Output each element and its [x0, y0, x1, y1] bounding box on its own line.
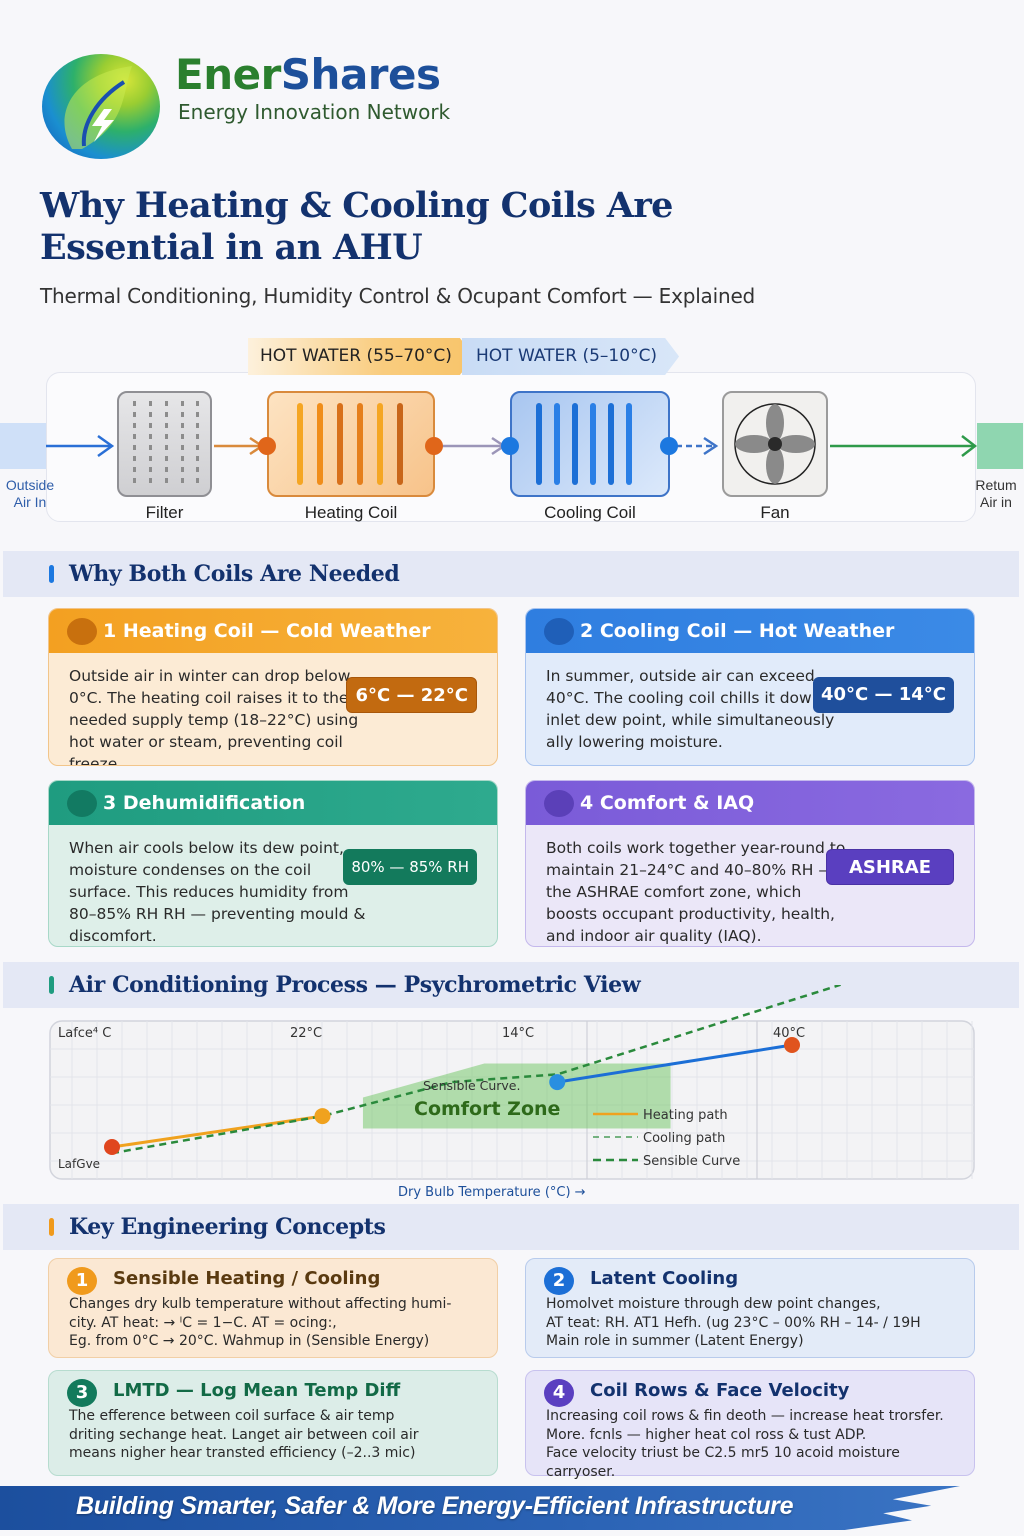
concept-title: LMTD — Log Mean Temp Diff — [113, 1380, 401, 1401]
page-subtitle: Thermal Conditioning, Humidity Control &… — [40, 284, 756, 308]
data-point-marker — [784, 1037, 800, 1053]
ashrae-badge: ASHRAE — [825, 849, 954, 885]
curve-annotation: Sensible Curve. — [423, 1078, 520, 1093]
data-point-marker — [104, 1139, 120, 1155]
card-cooling-coil: 2 Cooling Coil — Hot Weather In summer, … — [525, 608, 975, 766]
concept-card-coil-rows: 4 Coil Rows & Face Velocity Increasing c… — [525, 1370, 975, 1480]
filter-icon — [117, 391, 212, 497]
legend-label: Sensible Curve — [643, 1154, 740, 1169]
section-header-why: Why Both Coils Are Needed — [3, 551, 1019, 597]
card-dehumidification: 3 Dehumidification When air cools below … — [48, 780, 498, 947]
data-point-marker — [314, 1108, 331, 1125]
heating-coil-icon — [267, 391, 435, 497]
comfort-zone — [362, 1063, 671, 1129]
cold-water-ribbon: HOT WATER (5–10°C) — [462, 338, 679, 375]
arrow-inlet — [46, 434, 115, 458]
series-heating-path — [111, 1114, 323, 1149]
concept-title: Latent Cooling — [590, 1268, 739, 1289]
section-header-concepts: Key Engineering Concepts — [3, 1204, 1019, 1250]
psychrometric-chart: Lafce⁴ C 22°C 14°C 40°C LafGve Sensible Curve… — [0, 985, 1024, 1200]
legend-label: Heating path — [643, 1108, 728, 1123]
fan-label: Fan — [760, 503, 790, 522]
concept-body: Changes dry kulb temperature without aff… — [69, 1296, 452, 1349]
rh-range-badge: 80% — 85% RH — [343, 849, 477, 885]
card-body: When air cools below its dew point, mois… — [69, 839, 366, 945]
heating-coil-inlet-node — [258, 437, 276, 455]
page-title: Why Heating & Cooling Coils Are Essentia… — [40, 185, 673, 268]
tick-label: 40°C — [773, 1026, 805, 1041]
corner-label: LafGve — [58, 1157, 100, 1171]
chart-svg: Lafce⁴ C 22°C 14°C 40°C LafGve Sensible Curve… — [49, 985, 975, 1200]
heating-coil-label: Heating Coil — [304, 503, 398, 522]
concept-body: Increasing coil rows & fin deoth — incre… — [546, 1408, 944, 1480]
concept-card-lmtd: 3 LMTD — Log Mean Temp Diff The efferenc… — [48, 1370, 498, 1476]
tick-label: 14°C — [502, 1026, 534, 1041]
card-body: In summer, outside air can exceed 40°C. … — [546, 667, 843, 751]
return-air-label: Retum Air in — [975, 477, 1017, 510]
airflow-arrows — [46, 434, 978, 458]
footer-text: Building Smarter, Safer & More Energy-Ef… — [76, 1492, 794, 1520]
ahu-diagram: HOT WATER (55–70°C) HOT WATER (5–10°C) O… — [0, 335, 1024, 535]
temp-range-badge: 40°C — 14°C — [812, 677, 954, 713]
arrow-cool-fan — [676, 436, 719, 456]
brand-tagline: Energy Innovation Network — [178, 100, 451, 124]
number-badge: 2 — [544, 1267, 574, 1295]
number-badge: 3 — [67, 1379, 97, 1407]
card-dot-icon — [544, 790, 574, 817]
card-title: 2 Cooling Coil — Hot Weather — [526, 609, 974, 653]
concept-card-latent: 2 Latent Cooling Homolvet moisture throu… — [525, 1258, 975, 1358]
series-sensible-curve — [111, 985, 841, 1155]
arrow-heat-cool — [440, 436, 507, 456]
brand-logo — [42, 54, 162, 159]
footer-banner: Building Smarter, Safer & More Energy-Ef… — [0, 1486, 960, 1530]
section-header-process: Air Conditioning Process — Psychrometric… — [3, 962, 1019, 1008]
card-title: 1 Heating Coil — Cold Weather — [49, 609, 497, 653]
cooling-coil-inlet-node — [501, 437, 519, 455]
fan-icon — [722, 391, 828, 497]
data-point-marker — [549, 1074, 566, 1091]
arrow-fan-supply — [830, 435, 978, 457]
cooling-coil-outlet-node — [660, 437, 678, 455]
x-axis-label: Dry Bulb Temperature (°C) → — [398, 1185, 586, 1200]
concept-body: The efference between coil surface & air… — [69, 1408, 419, 1461]
hot-water-ribbon: HOT WATER (55–70°C) — [248, 338, 474, 375]
number-badge: 1 — [67, 1267, 97, 1295]
card-heating-coil: 1 Heating Coil — Cold Weather Outside ai… — [48, 608, 498, 766]
temp-range-badge: 6°C — 22°C — [346, 677, 477, 713]
heating-coil-outlet-node — [425, 437, 443, 455]
arrow-filter-heat — [214, 436, 265, 456]
outside-air-inlet — [0, 423, 46, 469]
number-badge: 4 — [544, 1379, 574, 1407]
card-title: 3 Dehumidification — [49, 781, 497, 825]
filter-label: Filter — [145, 503, 184, 522]
leaf-lightning-icon — [42, 54, 160, 159]
tick-label: 22°C — [290, 1026, 322, 1041]
return-air-outlet — [977, 423, 1023, 469]
legend-label: Cooling path — [643, 1131, 725, 1146]
card-dot-icon — [67, 618, 97, 645]
series-cooling-path — [557, 1043, 793, 1084]
concept-body: Homolvet moisture through dew point chan… — [546, 1296, 921, 1349]
cooling-coil-icon — [510, 391, 670, 497]
concept-title: Sensible Heating / Cooling — [113, 1268, 381, 1289]
brand-name: EnerShares — [175, 50, 441, 99]
card-dot-icon — [67, 790, 97, 817]
outside-air-label: Outside Air In — [5, 477, 55, 510]
tick-label: Lafce⁴ C — [58, 1026, 111, 1041]
concept-card-sensible: 1 Sensible Heating / Cooling Changes dry… — [48, 1258, 498, 1358]
card-dot-icon — [544, 618, 574, 645]
comfort-zone-label: Comfort Zone — [414, 1098, 560, 1120]
concept-title: Coil Rows & Face Velocity — [590, 1380, 850, 1401]
card-body: Both coils work together year-round to m… — [546, 839, 846, 945]
card-body: Outside air in winter can drop below 0°C… — [69, 667, 359, 766]
card-title: 4 Comfort & IAQ — [526, 781, 974, 825]
card-comfort-iaq: 4 Comfort & IAQ Both coils work together… — [525, 780, 975, 947]
cooling-coil-label: Cooling Coil — [544, 503, 636, 522]
